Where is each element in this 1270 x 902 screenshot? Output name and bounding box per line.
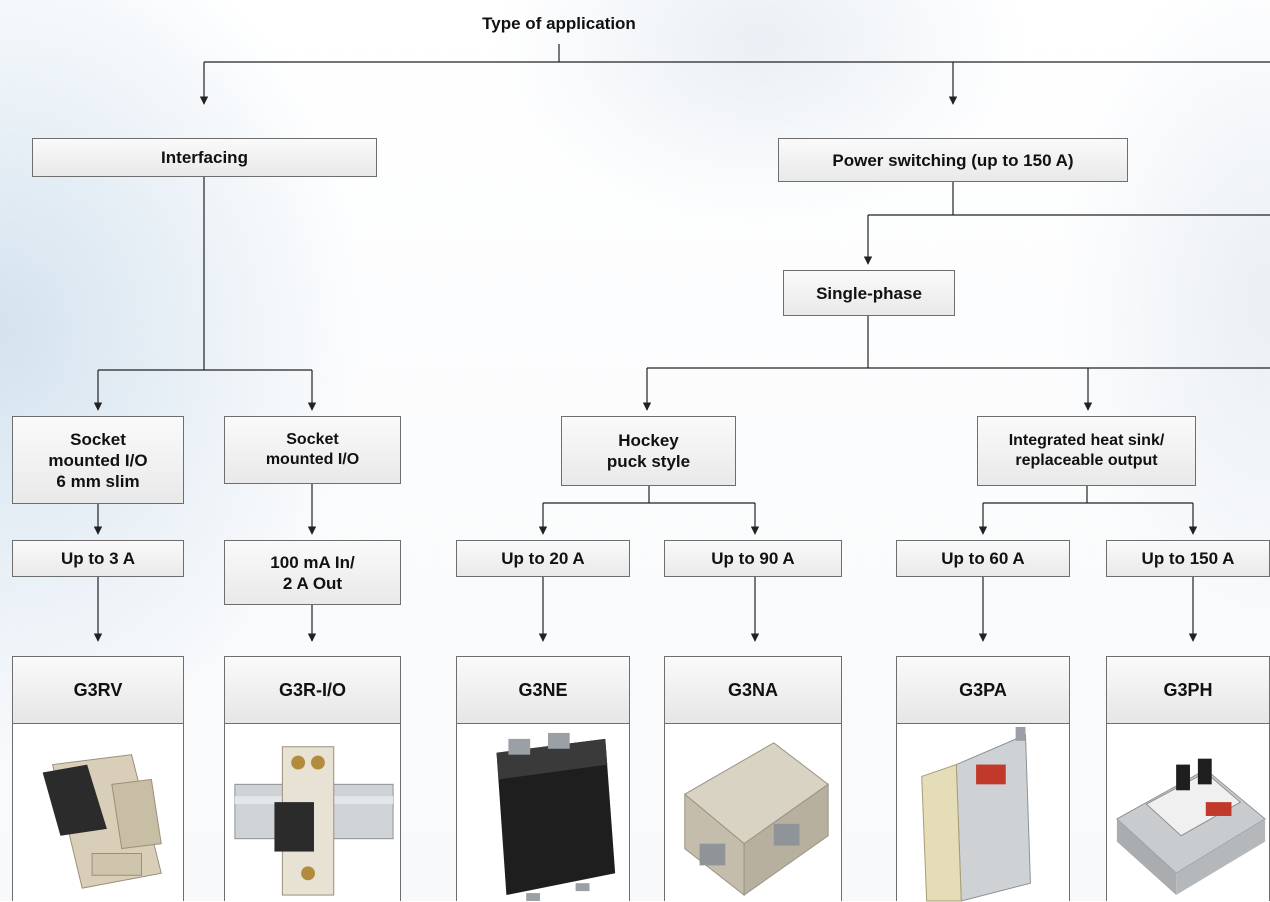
interfacing-box: Interfacing xyxy=(32,138,377,177)
power-switching-box: Power switching (up to 150 A) xyxy=(778,138,1128,182)
g3ph-relay-image xyxy=(1116,758,1266,895)
g3na-relay-image xyxy=(683,742,829,897)
product-card-g3ph: G3PH xyxy=(1106,656,1270,901)
heat-sink-box: Integrated heat sink/ replaceable output xyxy=(977,416,1196,486)
product-card-g3pa: G3PA xyxy=(896,656,1070,902)
product-name: G3NA xyxy=(665,657,841,724)
g3pa-relay-image xyxy=(921,727,1031,902)
product-card-g3r-io: G3R-I/O xyxy=(224,656,401,901)
product-name: G3PA xyxy=(897,657,1069,724)
g3r-io-relay-image xyxy=(234,746,394,896)
socket-mounted-io-box: Socket mounted I/O xyxy=(224,416,401,484)
rating-100ma-in-2a-out: 100 mA In/ 2 A Out xyxy=(224,540,401,605)
rating-up-to-3a: Up to 3 A xyxy=(12,540,184,577)
product-name: G3R-I/O xyxy=(225,657,400,724)
rating-up-to-60a: Up to 60 A xyxy=(896,540,1070,577)
socket-mounted-slim-box: Socket mounted I/O 6 mm slim xyxy=(12,416,184,504)
diagram-title: Type of application xyxy=(482,14,636,33)
product-card-g3ne: G3NE xyxy=(456,656,630,901)
product-name: G3PH xyxy=(1107,657,1269,724)
rating-up-to-20a: Up to 20 A xyxy=(456,540,630,577)
product-name: G3NE xyxy=(457,657,629,724)
hockey-puck-box: Hockey puck style xyxy=(561,416,736,486)
product-card-g3rv: G3RV xyxy=(12,656,184,901)
g3ne-relay-image xyxy=(496,732,616,901)
g3rv-relay-image xyxy=(42,754,162,889)
product-card-g3na: G3NA xyxy=(664,656,842,901)
single-phase-box: Single-phase xyxy=(783,270,955,316)
rating-up-to-150a: Up to 150 A xyxy=(1106,540,1270,577)
rating-up-to-90a: Up to 90 A xyxy=(664,540,842,577)
product-name: G3RV xyxy=(13,657,183,724)
